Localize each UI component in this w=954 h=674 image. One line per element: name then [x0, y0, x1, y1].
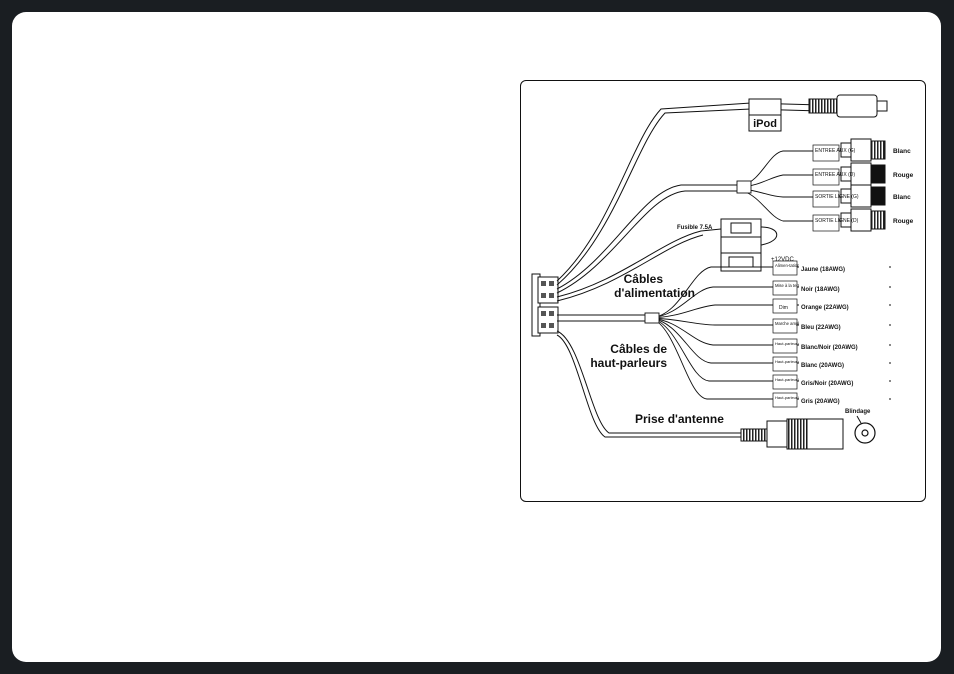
wire-fanout [644, 266, 891, 400]
power-cables-title-line1: Câbles [624, 272, 664, 286]
shield-label: Blindage [845, 409, 871, 415]
wire-tag-6: Haut-parleur G (–) [775, 359, 808, 364]
fuse-label: Fusible 7.5A [677, 225, 713, 231]
rca-tag-2: ENTREE AUX (D) [815, 172, 855, 178]
antenna-plug [740, 418, 844, 450]
wire-tag-7: Haut-parleur D (+) [775, 377, 808, 382]
antenna-plug-title: Prise d'antenne [635, 412, 724, 426]
wire-tag-2: Mise à la terre – [775, 283, 806, 288]
harness-cables [556, 102, 822, 438]
ipod-label: iPod [753, 118, 777, 130]
power-cables-title-line2: d'alimentation [614, 286, 695, 300]
shield-connector: Blindage [845, 409, 876, 444]
rca-tag-3: SORTIE LIGNE (G) [815, 194, 859, 200]
fuse-holder: Fusible 7.5A [677, 218, 778, 272]
speaker-cables-title-line2: haut-parleurs [590, 356, 667, 370]
harness-connector-block [531, 273, 559, 337]
wire-tag-3: Dim [779, 305, 788, 311]
speaker-cables-title-line1: Câbles de [610, 342, 667, 356]
wiring-diagram-frame: iPod [520, 80, 926, 502]
rca-labels: ENTREE AUX (G) ENTREE AUX (D) SORTIE LIG… [812, 144, 914, 232]
rca-tag-4: SORTIE LIGNE (D) [815, 218, 859, 224]
rca-plugs [840, 138, 886, 232]
wire-spec-2: Noir (18AWG) [801, 287, 840, 293]
wire-spec-5: Blanc/Noir (20AWG) [801, 345, 858, 351]
wire-specs: Jaune (18AWG) Noir (18AWG) Orange (22AWG… [799, 263, 889, 405]
rca-fanout [736, 150, 841, 222]
wire-tag-1: Alimen-tation + [775, 263, 804, 268]
rca-color-2: Rouge [893, 172, 914, 179]
power-voltage-label: +12VDC [771, 257, 795, 263]
ipod-connector: iPod [748, 94, 888, 132]
wire-spec-4: Bleu (22AWG) [801, 325, 841, 331]
wire-tag-4: Marche ampli [775, 321, 800, 326]
rca-color-1: Blanc [893, 148, 911, 155]
rca-color-4: Rouge [893, 218, 914, 225]
wire-tags: Alimen-tation + Mise à la terre – Dim Ma… [772, 260, 808, 408]
wire-tag-5: Haut-parleur G (+) [775, 341, 808, 346]
wire-spec-8: Gris (20AWG) [801, 399, 840, 405]
wire-spec-6: Blanc (20AWG) [801, 363, 844, 369]
rca-color-3: Blanc [893, 194, 911, 201]
rca-tag-1: ENTREE AUX (G) [815, 148, 856, 154]
wire-tag-8: Haut-parleur D (–) [775, 395, 808, 400]
wire-spec-1: Jaune (18AWG) [801, 267, 845, 273]
wire-spec-7: Gris/Noir (20AWG) [801, 381, 853, 387]
wire-spec-3: Orange (22AWG) [801, 305, 849, 311]
wiring-diagram: iPod [531, 94, 914, 450]
